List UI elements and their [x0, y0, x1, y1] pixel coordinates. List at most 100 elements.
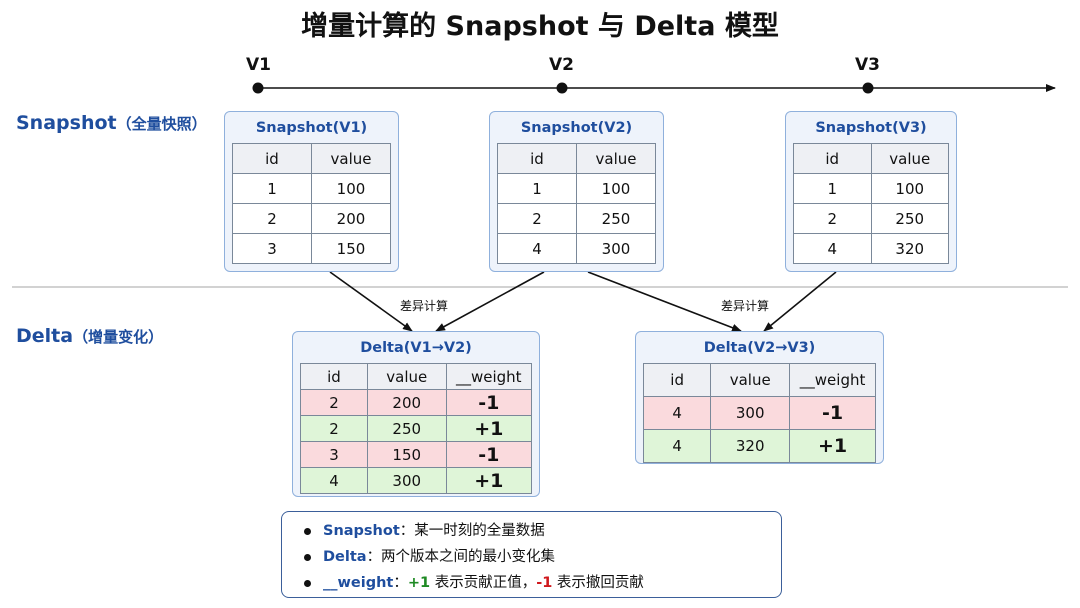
bullet-icon: [304, 579, 311, 587]
note-snapshot: Snapshot：某一时刻的全量数据: [304, 518, 781, 544]
weight-cell: -1: [445, 389, 533, 416]
timeline-label-v1: V1: [246, 55, 271, 75]
table-header-row: id value: [793, 143, 949, 174]
note-plus-one: +1: [407, 575, 431, 591]
legend-notes-box: Snapshot：某一时刻的全量数据 Delta：两个版本之间的最小变化集 __…: [281, 511, 782, 598]
arrow-snapshot-v1-to-delta-1: [329, 271, 413, 332]
table-cell: 200: [366, 389, 447, 416]
diff-label-2: 差异计算: [721, 299, 770, 313]
column-header: value: [366, 363, 447, 390]
note-term: Snapshot: [323, 523, 400, 539]
table-row: 2 250: [793, 203, 949, 234]
table-cell: 200: [311, 203, 391, 234]
table-row: 1 100: [497, 173, 656, 204]
timeline-label-v3: V3: [855, 55, 880, 75]
table-row-insert: 2 250 +1: [300, 415, 533, 442]
column-header: value: [576, 143, 656, 174]
table-cell: 100: [311, 173, 391, 204]
table-row: 2 250: [497, 203, 656, 234]
delta-card-title: Delta(V1→V2): [360, 340, 472, 356]
delta-card-v1-v2: Delta(V1→V2) id value __weight 2 200 -1 …: [292, 331, 540, 497]
table-row-retract: 4 300 -1: [642, 396, 876, 430]
column-header: value: [311, 143, 391, 174]
table-row: 1 100: [793, 173, 949, 204]
table-cell: 250: [366, 415, 447, 442]
section-label-delta-name: Delta: [16, 325, 74, 347]
snapshot-card-title: Snapshot(V2): [520, 120, 633, 136]
table-row-insert: 4 300 +1: [300, 467, 533, 494]
table-header-row: id value: [232, 143, 391, 174]
table-cell: 2: [300, 415, 368, 442]
table-row: 4 300: [497, 233, 656, 264]
section-label-delta-sub: （增量变化）: [73, 328, 164, 346]
delta-card-v2-v3: Delta(V2→V3) id value __weight 4 300 -1 …: [635, 331, 884, 464]
table-cell: 320: [870, 233, 949, 264]
section-label-delta: Delta（增量变化）: [16, 325, 163, 347]
table-cell: 2: [300, 389, 368, 416]
table-cell: 300: [710, 396, 791, 430]
weight-cell: -1: [445, 441, 533, 468]
snapshot-card-v3: Snapshot(V3) id value 1 100 2 250 4 320: [785, 111, 957, 272]
table-cell: 3: [232, 233, 312, 264]
table-header-row: id value __weight: [642, 363, 876, 397]
table-cell: 4: [642, 429, 712, 463]
snapshot-card-v2: Snapshot(V2) id value 1 100 2 250 4 300: [489, 111, 664, 272]
bullet-icon: [304, 553, 311, 561]
table-row: 4 320: [793, 233, 949, 264]
diff-label-1: 差异计算: [400, 299, 449, 313]
note-delta: Delta：两个版本之间的最小变化集: [304, 544, 781, 570]
table-cell: 250: [576, 203, 656, 234]
column-header: id: [642, 363, 712, 397]
table-cell: 300: [576, 233, 656, 264]
table-row-retract: 2 200 -1: [300, 389, 533, 416]
column-header: id: [232, 143, 312, 174]
table-cell: 4: [793, 233, 872, 264]
delta-table: id value __weight 4 300 -1 4 320 +1: [642, 363, 876, 463]
note-weight: __weight：+1 表示贡献正值，-1 表示撤回贡献: [304, 570, 781, 596]
table-row: 1 100: [232, 173, 391, 204]
table-cell: 2: [793, 203, 872, 234]
arrow-snapshot-v2-to-delta-2: [587, 271, 742, 332]
column-header: id: [300, 363, 368, 390]
arrow-snapshot-v2-to-delta-1: [435, 271, 545, 332]
column-header: __weight: [445, 363, 533, 390]
table-cell: 4: [300, 467, 368, 494]
weight-cell: -1: [789, 396, 876, 430]
snapshot-table: id value 1 100 2 250 4 320: [793, 143, 949, 264]
column-header: value: [710, 363, 791, 397]
table-cell: 4: [642, 396, 712, 430]
table-cell: 4: [497, 233, 577, 264]
snapshot-table: id value 1 100 2 200 3 150: [232, 143, 391, 264]
section-label-snapshot-sub: （全量快照）: [116, 115, 207, 133]
arrow-snapshot-v3-to-delta-2: [763, 271, 837, 332]
table-cell: 250: [870, 203, 949, 234]
column-header: __weight: [789, 363, 876, 397]
table-cell: 1: [793, 173, 872, 204]
weight-cell: +1: [445, 467, 533, 494]
note-minus-one: -1: [536, 575, 553, 591]
weight-cell: +1: [445, 415, 533, 442]
note-desc: 表示撤回贡献: [552, 575, 644, 591]
delta-card-title: Delta(V2→V3): [703, 340, 816, 356]
note-term: __weight: [323, 575, 394, 591]
table-cell: 150: [366, 441, 447, 468]
table-cell: 3: [300, 441, 368, 468]
table-cell: 1: [232, 173, 312, 204]
timeline-dot-v2: [556, 82, 568, 94]
page-title: 增量计算的 Snapshot 与 Delta 模型: [301, 11, 779, 42]
table-cell: 150: [311, 233, 391, 264]
note-desc: ：某一时刻的全量数据: [399, 523, 545, 539]
section-label-snapshot: Snapshot（全量快照）: [16, 112, 207, 134]
note-desc: 表示贡献正值，: [430, 575, 537, 591]
table-cell: 320: [710, 429, 791, 463]
table-cell: 100: [576, 173, 656, 204]
weight-cell: +1: [789, 429, 876, 463]
section-label-snapshot-name: Snapshot: [16, 112, 117, 134]
snapshot-card-title: Snapshot(V1): [255, 120, 368, 136]
column-header: value: [870, 143, 949, 174]
table-cell: 2: [497, 203, 577, 234]
note-sep: ：: [393, 575, 408, 591]
table-header-row: id value __weight: [300, 363, 533, 390]
delta-table: id value __weight 2 200 -1 2 250 +1 3 15…: [300, 363, 533, 494]
